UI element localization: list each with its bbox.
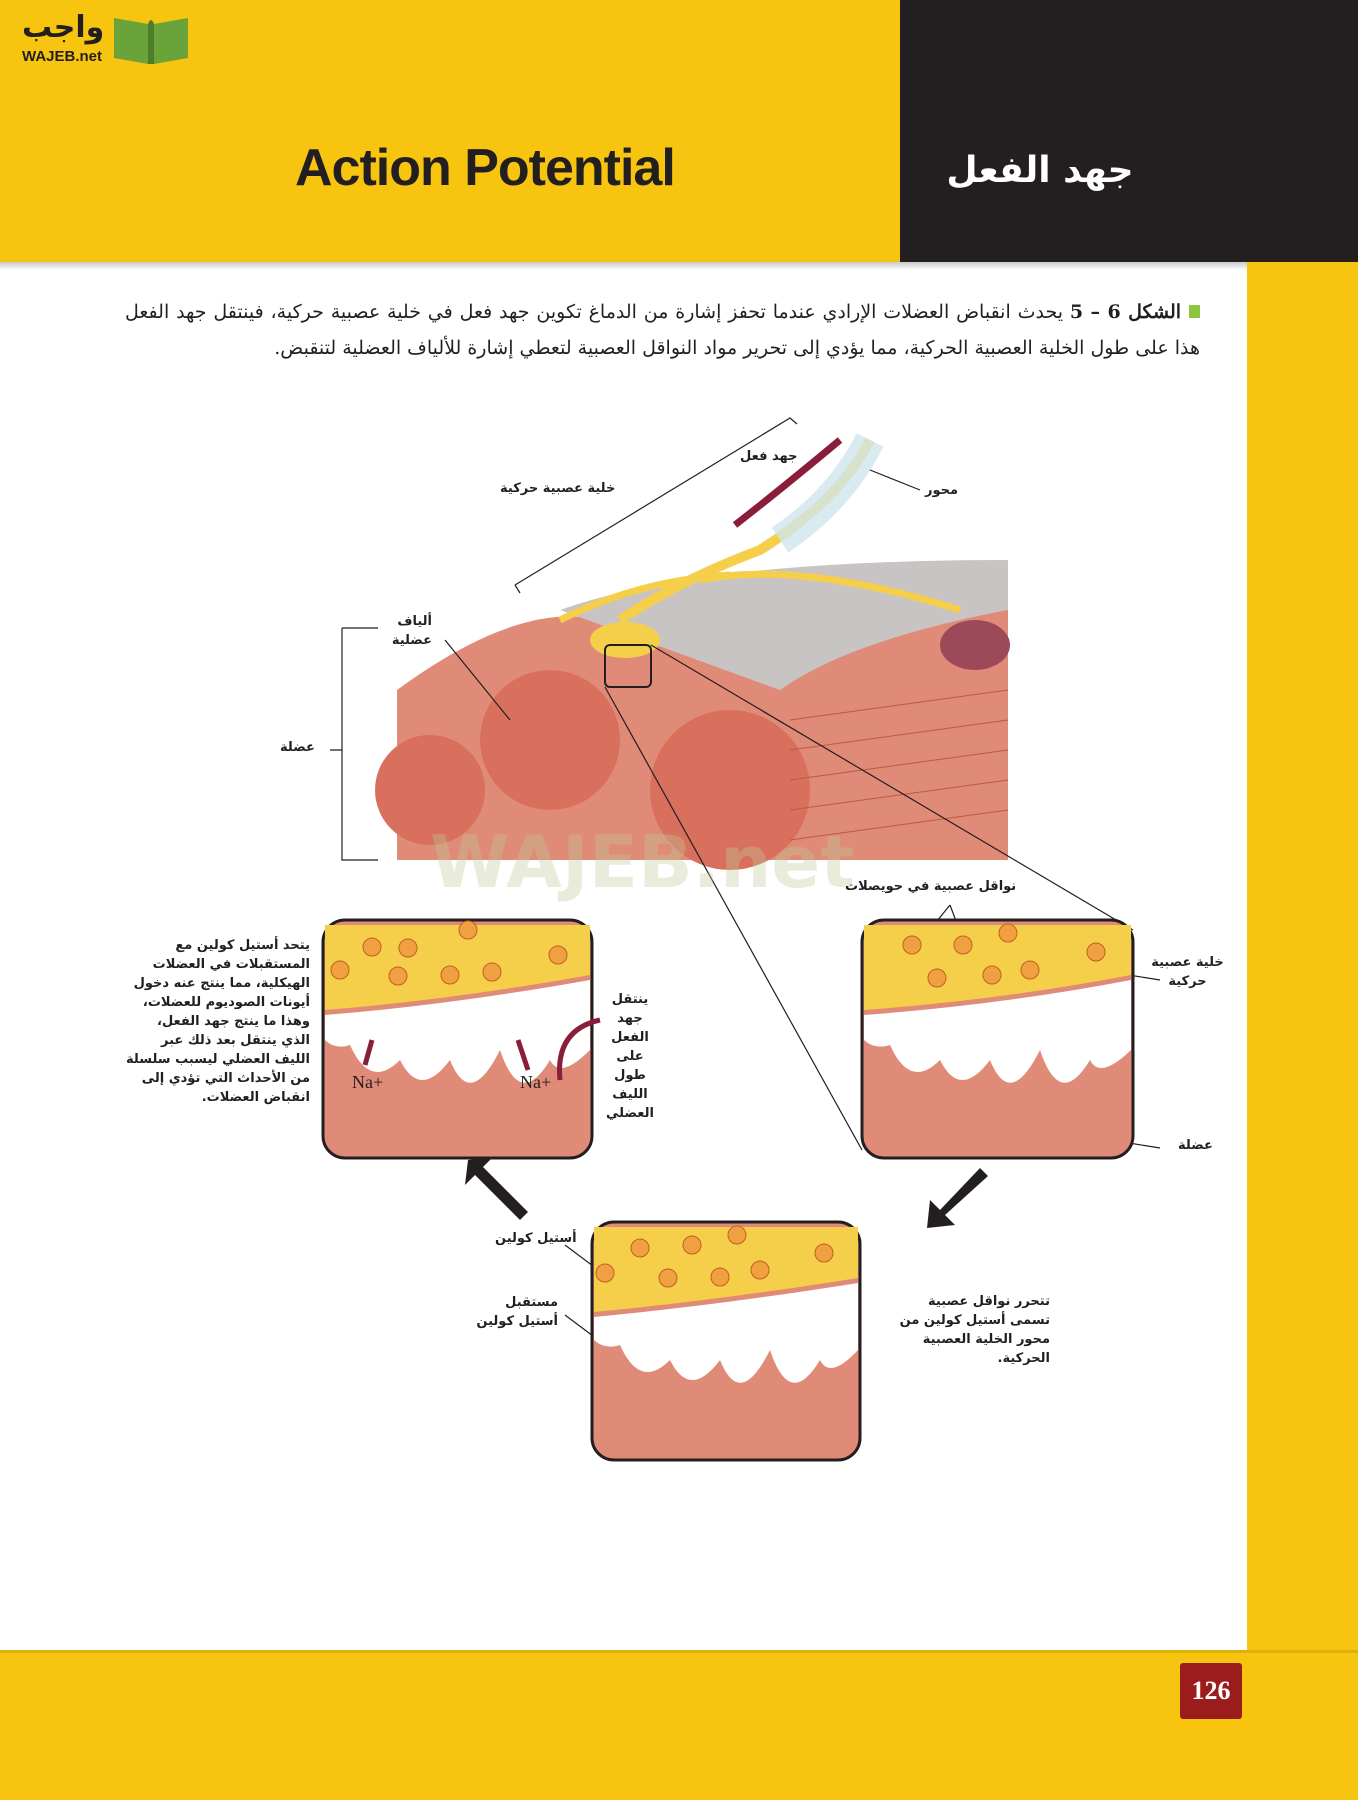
bullet-square-icon — [1189, 305, 1201, 318]
label-muscle-fibers: ألياف عضلية — [391, 614, 432, 648]
header-dark-band — [900, 0, 1358, 262]
action-potential-arrow — [732, 437, 843, 528]
label-muscle-right: عضلة — [1178, 1138, 1213, 1153]
arrow-down-left-icon — [927, 1168, 988, 1228]
wajeb-logo[interactable]: واجب WAJEB.net — [10, 6, 190, 66]
label-motor-neuron: خلية عصبية حركية — [500, 481, 616, 496]
label-ach-receptor: مستقبل أستيل كولين — [476, 1295, 558, 1329]
label-vesicle-neurotransmitters: نواقل عصبية في حويصلات — [845, 879, 1017, 894]
figure-label: الشكل 6 – 5 — [1069, 301, 1182, 323]
page-title-en: Action Potential — [295, 139, 676, 197]
page-title-ar: جهد الفعل — [946, 150, 1134, 191]
nucleus — [940, 620, 1010, 670]
page-number: 126 — [1180, 1663, 1242, 1719]
arrow-up-left-icon — [465, 1157, 528, 1220]
note-propagation: ينتقل جهد الفعل على طول الليف العضلي — [606, 992, 654, 1121]
label-motor-neuron-right: خلية عصبية حركية — [1151, 955, 1224, 989]
book-icon — [114, 18, 188, 64]
footer-band — [0, 1650, 1358, 1800]
watermark: WAJEB.net — [430, 820, 855, 904]
label-muscle: عضلة — [280, 740, 315, 755]
label-sodium: Na+ — [352, 1072, 384, 1092]
label-axon: محور — [925, 483, 959, 498]
caption-text: يحدث انقباض العضلات الإرادي عندما تحفز إ… — [125, 301, 1200, 359]
figure-caption: الشكل 6 – 5 يحدث انقباض العضلات الإرادي … — [125, 294, 1201, 366]
logo-text-en: WAJEB.net — [22, 48, 103, 65]
note-receptor-binding: يتحد أستيل كولين مع المستقبلات في العضلا… — [126, 938, 310, 1105]
logo-text-ar: واجب — [22, 10, 105, 45]
side-stripe — [1247, 262, 1358, 1652]
note-release: تتحرر نواقل عصبية تسمى أستيل كولين من مح… — [899, 1294, 1050, 1366]
muscle-fiber-section — [375, 735, 485, 845]
vesicles — [330, 920, 1106, 1288]
panel-bottom — [590, 1220, 862, 1462]
header-shadow — [0, 262, 1358, 270]
zoom-box — [604, 644, 652, 688]
label-acetylcholine: أستيل كولين — [495, 1231, 577, 1246]
motor-end-plate — [590, 622, 660, 658]
muscle-fiber-section — [480, 670, 620, 810]
muscle-fiber-section — [650, 710, 810, 870]
axon-branch — [558, 571, 731, 624]
cycle-arrows — [465, 1157, 988, 1228]
label-action-potential: جهد فعل — [740, 449, 798, 464]
label-sodium: Na+ — [520, 1072, 552, 1092]
figure-illustration — [321, 417, 1161, 1462]
myofibril-stripes — [789, 689, 1009, 841]
myelin-sheath — [771, 433, 884, 553]
